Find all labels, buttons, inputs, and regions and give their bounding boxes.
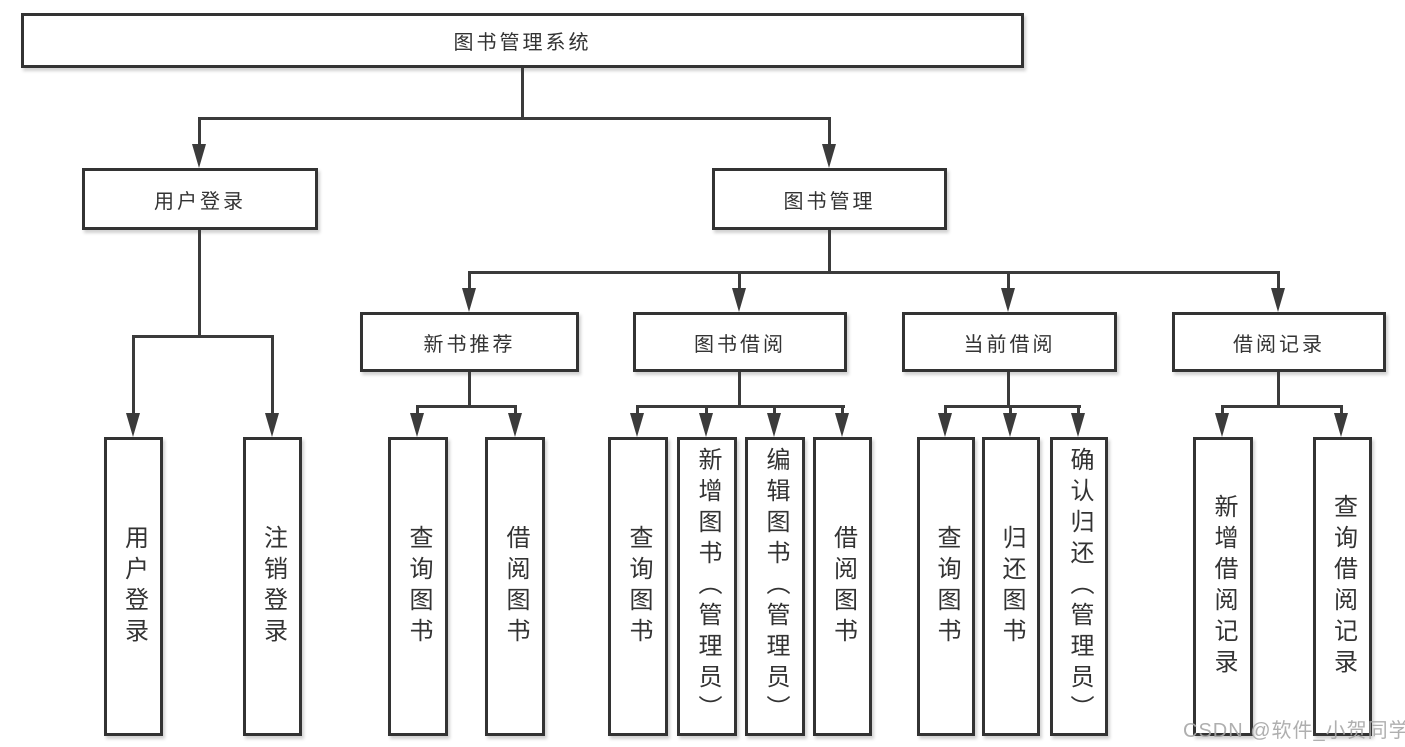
leaf-query-books-current: 查询图书 — [917, 437, 975, 736]
leaf-add-book-admin: 新增图书（管理员） — [677, 437, 737, 736]
arrowhead-icon — [1271, 288, 1285, 312]
node-label: 新书推荐 — [423, 333, 516, 356]
connector-line — [198, 230, 201, 338]
arrowhead-icon — [732, 288, 746, 312]
leaf-label: 编辑图书（管理员） — [762, 447, 789, 726]
leaf-label: 查询图书 — [405, 524, 432, 649]
leaf-logout: 注销登录 — [243, 437, 302, 736]
connector-line — [828, 117, 831, 146]
connector-line — [828, 230, 831, 273]
node-label: 图书管理系统 — [453, 32, 592, 54]
leaf-edit-book-admin: 编辑图书（管理员） — [745, 437, 805, 736]
connector-line — [271, 335, 274, 414]
arrowhead-icon — [1215, 413, 1229, 437]
connector-line — [132, 335, 135, 414]
connector-line — [636, 405, 845, 408]
connector-line — [1277, 372, 1280, 407]
arrowhead-icon — [767, 413, 781, 437]
arrowhead-icon — [1071, 413, 1085, 437]
connector-line — [468, 271, 471, 290]
connector-line — [198, 117, 201, 146]
arrowhead-icon — [508, 413, 522, 437]
node-current-borrowing: 当前借阅 — [902, 312, 1117, 372]
connector-line — [841, 405, 844, 415]
node-book-management: 图书管理 — [712, 168, 947, 230]
connector-line — [416, 405, 517, 408]
leaf-query-books-recommend: 查询图书 — [388, 437, 448, 736]
connector-line — [944, 405, 947, 415]
connector-line — [468, 372, 471, 407]
arrowhead-icon — [822, 144, 836, 168]
arrowhead-icon — [699, 413, 713, 437]
leaf-query-borrow-record: 查询借阅记录 — [1313, 437, 1372, 736]
arrowhead-icon — [835, 413, 849, 437]
leaf-confirm-return-admin: 确认归还（管理员） — [1050, 437, 1108, 736]
leaf-label: 新增借阅记录 — [1210, 493, 1237, 680]
connector-line — [944, 405, 1081, 408]
node-label: 用户登录 — [154, 190, 246, 213]
node-label: 图书借阅 — [694, 333, 786, 356]
watermark-text: CSDN @软件_小贺同学 — [1183, 720, 1405, 742]
leaf-label: 归还图书 — [998, 524, 1025, 649]
node-new-book-recommend: 新书推荐 — [360, 312, 579, 372]
arrowhead-icon — [192, 144, 206, 168]
arrowhead-icon — [265, 413, 279, 437]
leaf-label: 借阅图书 — [829, 524, 857, 649]
leaf-query-books-borrowing: 查询图书 — [608, 437, 668, 736]
connector-line — [705, 405, 708, 415]
node-label: 借阅记录 — [1233, 333, 1325, 356]
connector-line — [1221, 405, 1224, 415]
connector-line — [1277, 271, 1280, 290]
node-label: 当前借阅 — [963, 333, 1056, 356]
connector-line — [1007, 372, 1010, 407]
leaf-label: 确认归还（管理员） — [1066, 447, 1093, 726]
leaf-borrow-books-recommend: 借阅图书 — [485, 437, 545, 736]
arrowhead-icon — [1003, 413, 1017, 437]
leaf-label: 新增图书（管理员） — [694, 447, 721, 726]
connector-line — [1077, 405, 1080, 415]
node-user-login: 用户登录 — [82, 168, 318, 230]
leaf-user-login: 用户登录 — [104, 437, 163, 736]
connector-line — [773, 405, 776, 415]
connector-line — [636, 405, 639, 415]
arrowhead-icon — [630, 413, 644, 437]
node-library-management-system: 图书管理系统 — [21, 13, 1024, 68]
leaf-return-book: 归还图书 — [982, 437, 1040, 736]
connector-line — [1340, 405, 1343, 415]
leaf-label: 查询图书 — [625, 524, 652, 649]
connector-line — [738, 372, 741, 407]
leaf-add-borrow-record: 新增借阅记录 — [1193, 437, 1253, 736]
leaf-label: 注销登录 — [259, 524, 287, 649]
node-borrow-records: 借阅记录 — [1172, 312, 1386, 372]
connector-line — [416, 405, 419, 415]
node-label: 图书管理 — [783, 190, 876, 213]
leaf-borrow-books: 借阅图书 — [813, 437, 872, 736]
connector-line — [738, 271, 741, 290]
arrowhead-icon — [938, 413, 952, 437]
connector-line — [132, 335, 274, 338]
node-book-borrowing: 图书借阅 — [633, 312, 847, 372]
arrowhead-icon — [410, 413, 424, 437]
connector-line — [514, 405, 517, 415]
arrowhead-icon — [462, 288, 476, 312]
leaf-label: 用户登录 — [120, 524, 148, 649]
connector-line — [1007, 271, 1010, 290]
leaf-label: 查询借阅记录 — [1329, 493, 1357, 680]
arrowhead-icon — [1001, 288, 1015, 312]
connector-line — [1221, 405, 1343, 408]
arrowhead-icon — [1334, 413, 1348, 437]
leaf-label: 查询图书 — [933, 524, 960, 649]
connector-line — [521, 68, 524, 118]
connector-line — [468, 271, 1280, 274]
leaf-label: 借阅图书 — [502, 524, 529, 649]
connector-line — [1009, 405, 1012, 415]
connector-line — [198, 117, 831, 120]
arrowhead-icon — [126, 413, 140, 437]
